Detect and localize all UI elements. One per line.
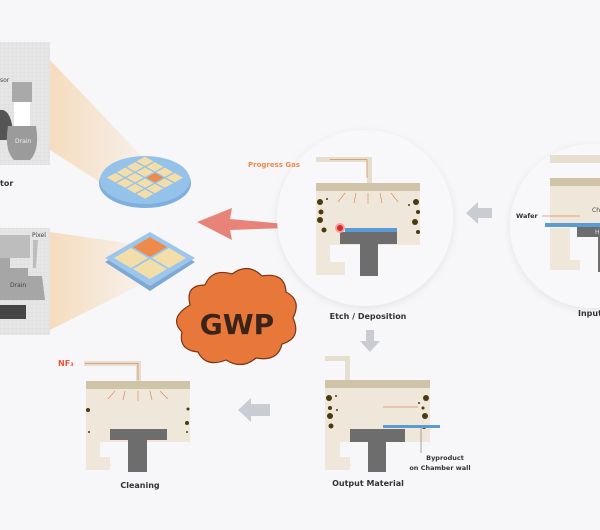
transistor-corner-label: sor xyxy=(0,77,10,84)
transistor-caption: tor xyxy=(0,179,13,188)
arrow-down-icon xyxy=(360,330,380,352)
gwp-cloud: GWP xyxy=(175,267,297,366)
output-chamber[interactable] xyxy=(325,356,440,472)
nf3-label: NF₃ xyxy=(58,359,74,368)
wafer-illustration xyxy=(99,156,191,208)
gwp-label: GWP xyxy=(200,308,274,341)
transistor-panel: sor Drain xyxy=(0,42,50,165)
input-chamber[interactable]: Ch H xyxy=(542,155,600,272)
cleaning-chamber[interactable] xyxy=(84,361,190,472)
transistor-drain-label: Drain xyxy=(15,138,31,145)
heater-label: H xyxy=(595,229,600,236)
etch-chamber[interactable] xyxy=(316,157,420,276)
arrow-left-icon xyxy=(466,202,492,224)
pixel-panel: Pixel Drain xyxy=(0,228,50,335)
byproduct-label-line1: Byproduct xyxy=(426,454,464,462)
chip-illustration xyxy=(105,232,195,291)
wafer-label: Wafer xyxy=(516,212,539,220)
cleaning-title: Cleaning xyxy=(120,481,160,490)
chamber-label: Ch xyxy=(592,207,600,214)
pixel-corner-label: Pixel xyxy=(32,232,46,239)
pixel-drain-label: Drain xyxy=(10,282,26,289)
byproduct-label-line2: on Chamber wall xyxy=(409,464,470,472)
progress-gas-label: Progress Gas xyxy=(248,161,300,169)
output-title: Output Material xyxy=(332,479,404,488)
red-arrow-icon xyxy=(197,208,318,240)
input-title: Input xyxy=(578,309,600,318)
etch-title: Etch / Deposition xyxy=(330,312,407,321)
arrow-left-icon xyxy=(238,398,270,422)
